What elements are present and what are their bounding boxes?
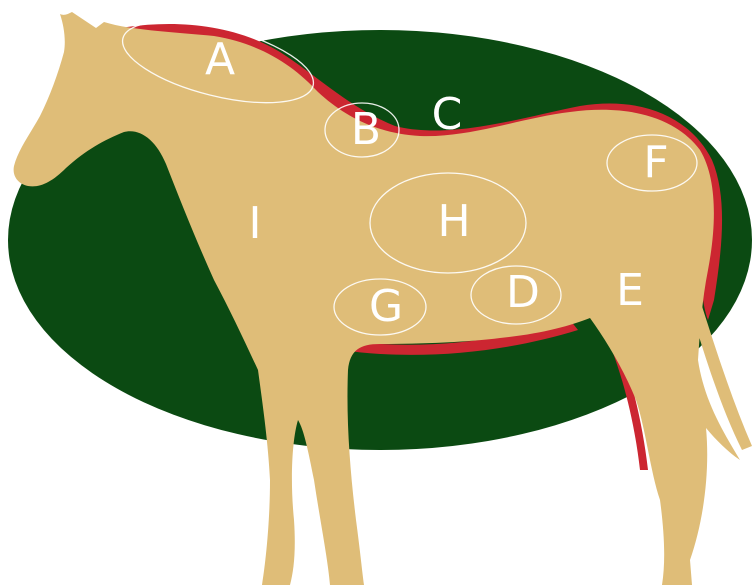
region-label-h: H [437,196,470,247]
region-label-a: A [205,34,235,85]
region-label-c: C [432,89,463,140]
region-label-d: D [506,267,540,318]
region-label-e: E [616,265,644,316]
region-label-i: I [249,198,262,249]
region-label-g: G [369,281,403,332]
region-label-b: B [351,104,381,155]
region-label-f: F [643,137,668,188]
